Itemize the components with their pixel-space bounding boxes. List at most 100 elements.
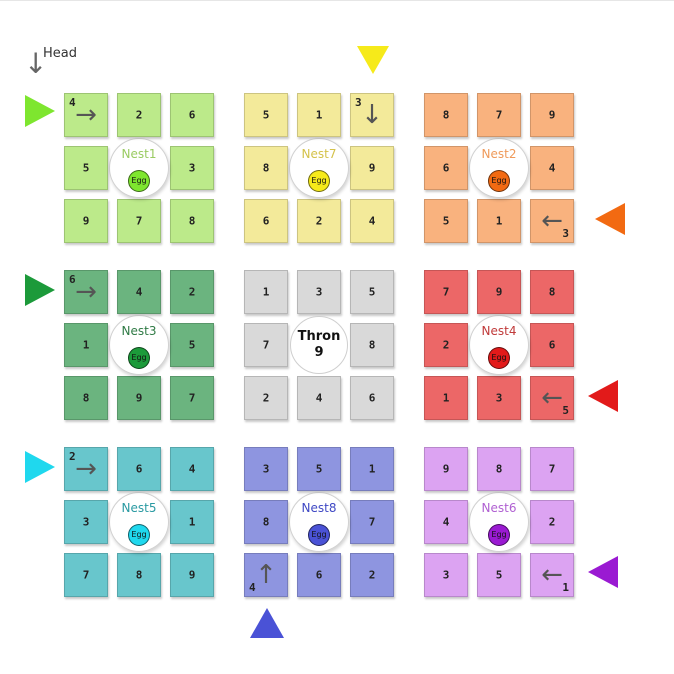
board-cell[interactable]: 8 <box>424 93 468 137</box>
board-cell[interactable]: 3 <box>64 500 108 544</box>
board-cell[interactable]: 9 <box>350 146 394 190</box>
board-cell[interactable]: 5 <box>64 146 108 190</box>
board-cell[interactable]: 7 <box>244 323 288 367</box>
nest-label: Nest3 <box>121 324 157 338</box>
board-cell[interactable]: 6 <box>117 447 161 491</box>
board-cell[interactable]: 8 <box>350 323 394 367</box>
board-cell[interactable]: 3 <box>297 270 341 314</box>
board-cell[interactable]: 9 <box>477 270 521 314</box>
board-cell[interactable]: →2 <box>64 447 108 491</box>
board-cell[interactable]: 1 <box>170 500 214 544</box>
cell-number: 5 <box>442 214 450 228</box>
nest-nest8-entry-marker-icon[interactable] <box>250 608 284 638</box>
board-cell[interactable]: 8 <box>244 500 288 544</box>
board-cell[interactable]: 8 <box>477 447 521 491</box>
nest-nest1-entry-marker-icon[interactable] <box>25 95 55 127</box>
board-cell[interactable]: 1 <box>64 323 108 367</box>
board-cell[interactable]: 9 <box>117 376 161 420</box>
board-cell[interactable]: 1 <box>424 376 468 420</box>
board-cell[interactable]: 7 <box>117 199 161 243</box>
board-cell[interactable]: 5 <box>424 199 468 243</box>
board-cell[interactable]: 3 <box>424 553 468 597</box>
board-cell[interactable]: 4 <box>350 199 394 243</box>
board-cell[interactable]: 7 <box>424 270 468 314</box>
cell-number: 8 <box>368 338 376 352</box>
board-cell[interactable]: ←1 <box>530 553 574 597</box>
board-cell[interactable]: 4 <box>117 270 161 314</box>
board-cell[interactable]: 5 <box>297 447 341 491</box>
board-cell[interactable]: 2 <box>350 553 394 597</box>
board-cell[interactable]: 6 <box>244 199 288 243</box>
board-cell[interactable]: 6 <box>297 553 341 597</box>
board-cell[interactable]: 2 <box>117 93 161 137</box>
board-cell[interactable]: 2 <box>297 199 341 243</box>
board-cell[interactable]: 3 <box>477 376 521 420</box>
nest-nest2-entry-marker-icon[interactable] <box>595 203 625 235</box>
cell-number: 9 <box>82 214 90 228</box>
cell-number: 7 <box>368 515 376 529</box>
board-cell[interactable]: 2 <box>170 270 214 314</box>
board-cell[interactable]: 9 <box>424 447 468 491</box>
nest-nest7-entry-marker-icon[interactable] <box>357 46 389 74</box>
board-cell[interactable]: 1 <box>477 199 521 243</box>
board-cell[interactable]: 3 <box>244 447 288 491</box>
board-cell[interactable]: →6 <box>64 270 108 314</box>
board-cell[interactable]: 7 <box>170 376 214 420</box>
board-cell[interactable]: 1 <box>297 93 341 137</box>
cell-number: 2 <box>188 285 196 299</box>
board-cell[interactable]: 6 <box>424 146 468 190</box>
nest-label: Nest6 <box>481 501 517 515</box>
board-cell[interactable]: 2 <box>530 500 574 544</box>
cell-number: 5 <box>562 404 569 417</box>
board-cell[interactable]: 6 <box>350 376 394 420</box>
egg-token[interactable]: Egg <box>128 170 150 192</box>
board-cell[interactable]: 7 <box>64 553 108 597</box>
board-cell[interactable]: ←3 <box>530 199 574 243</box>
board-cell[interactable]: 4 <box>297 376 341 420</box>
cell-number: 4 <box>135 285 143 299</box>
board-cell[interactable]: 5 <box>244 93 288 137</box>
board-cell[interactable]: 8 <box>117 553 161 597</box>
nest-nest5-entry-marker-icon[interactable] <box>25 451 55 483</box>
board-cell[interactable]: 8 <box>530 270 574 314</box>
board-cell[interactable]: 9 <box>170 553 214 597</box>
nest-nest6-entry-marker-icon[interactable] <box>588 556 618 588</box>
board-cell[interactable]: →4 <box>64 93 108 137</box>
board-cell[interactable]: 4 <box>424 500 468 544</box>
egg-token[interactable]: Egg <box>488 170 510 192</box>
board-cell[interactable]: 5 <box>477 553 521 597</box>
board-cell[interactable]: ↓3 <box>350 93 394 137</box>
board-cell[interactable]: 8 <box>64 376 108 420</box>
egg-token[interactable]: Egg <box>308 170 330 192</box>
board-cell[interactable]: 4 <box>170 447 214 491</box>
egg-token[interactable]: Egg <box>128 524 150 546</box>
nest-nest4-entry-marker-icon[interactable] <box>588 380 618 412</box>
board-cell[interactable]: 8 <box>170 199 214 243</box>
board-cell[interactable]: 7 <box>350 500 394 544</box>
board-cell[interactable]: 3 <box>170 146 214 190</box>
head-label: Head <box>43 46 77 61</box>
egg-token[interactable]: Egg <box>488 524 510 546</box>
board-cell[interactable]: 7 <box>477 93 521 137</box>
egg-token[interactable]: Egg <box>308 524 330 546</box>
board-cell[interactable]: 6 <box>530 323 574 367</box>
board-cell[interactable]: 9 <box>64 199 108 243</box>
board-cell[interactable]: 8 <box>244 146 288 190</box>
board-cell[interactable]: ←5 <box>530 376 574 420</box>
board-cell[interactable]: 2 <box>244 376 288 420</box>
board-cell[interactable]: 1 <box>244 270 288 314</box>
board-cell[interactable]: 2 <box>424 323 468 367</box>
board-cell[interactable]: 6 <box>170 93 214 137</box>
board-cell[interactable]: 7 <box>530 447 574 491</box>
board-cell[interactable]: 1 <box>350 447 394 491</box>
board-cell[interactable]: 5 <box>350 270 394 314</box>
egg-token[interactable]: Egg <box>488 347 510 369</box>
board-cell[interactable]: 9 <box>530 93 574 137</box>
board-cell[interactable]: 4 <box>530 146 574 190</box>
board-cell[interactable]: ↑4 <box>244 553 288 597</box>
nest-nest3-entry-marker-icon[interactable] <box>25 274 55 306</box>
board-cell[interactable]: 5 <box>170 323 214 367</box>
egg-token[interactable]: Egg <box>128 347 150 369</box>
